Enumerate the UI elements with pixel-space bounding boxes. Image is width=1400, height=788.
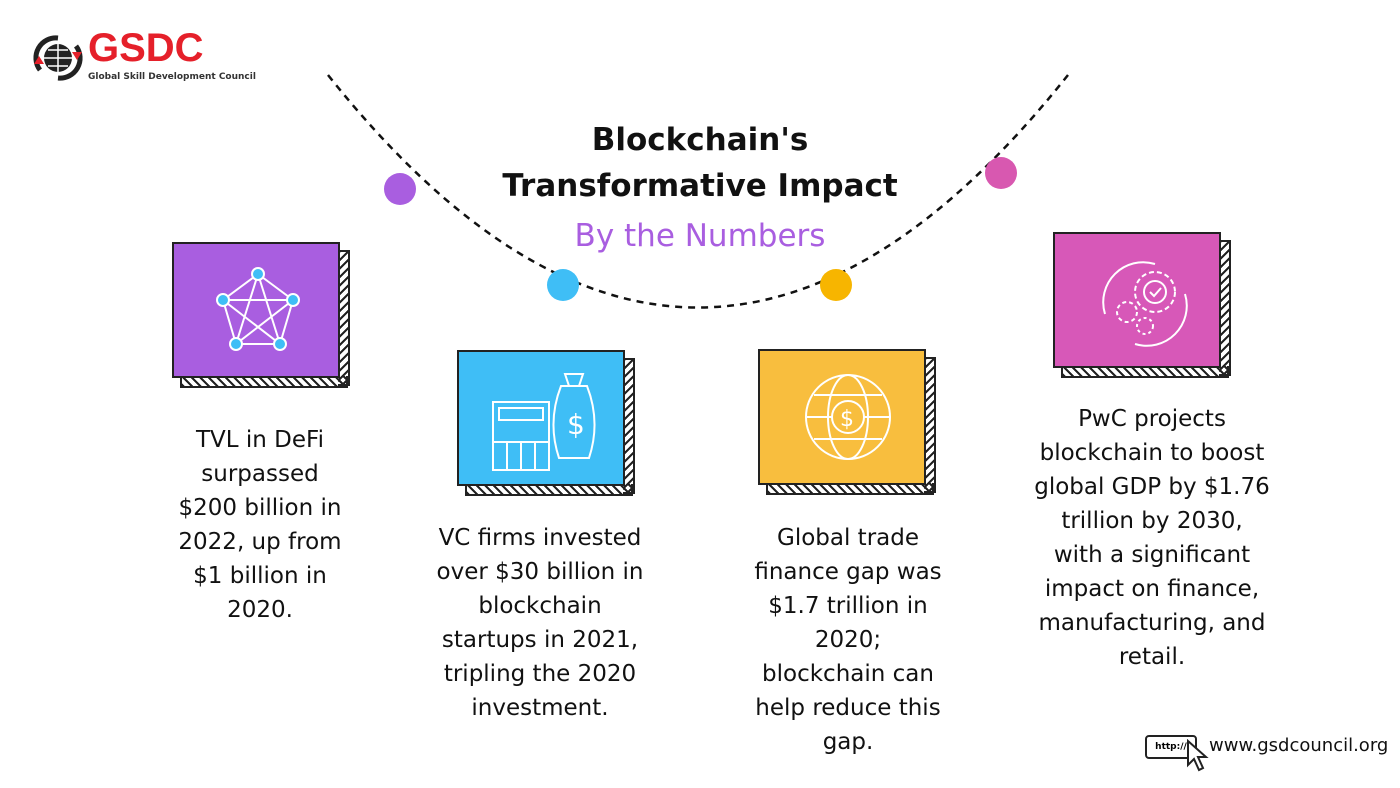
text-line: 2022, up from [178, 529, 342, 555]
text-line: blockchain [478, 593, 602, 619]
svg-text:$: $ [840, 407, 854, 432]
purple-dot [384, 173, 416, 205]
text-line: investment. [471, 695, 609, 721]
text-line: 2020; [814, 627, 882, 653]
text-line: blockchain to boost [1039, 440, 1265, 466]
blue-dot [547, 269, 579, 301]
text-line: VC firms invested [438, 525, 642, 551]
money-bag-icon: $ [492, 373, 596, 471]
logo-name: GSDC [88, 26, 204, 70]
text-line: 2020. [227, 597, 293, 623]
text-line: retail. [1118, 644, 1186, 670]
gsdc-logo: GSDC Global Skill Development Council [30, 26, 256, 90]
title-line-1: Blockchain's [591, 122, 809, 158]
network-icon [216, 267, 300, 351]
text-line: help reduce this [755, 695, 941, 721]
text-line: over $30 billion in [436, 559, 644, 585]
card-vc-text: VC firms invested over $30 billion in bloc… [410, 521, 670, 725]
card-gdp-text: PwC projects blockchain to boost global GD… [1012, 402, 1292, 674]
subtitle: By the Numbers [574, 218, 826, 254]
card-vc-box: $ [457, 350, 635, 496]
text-line: TVL in DeFi [196, 427, 324, 453]
text-line: startups in 2021, [441, 627, 639, 653]
pink-dot [985, 157, 1017, 189]
text-line: $1 billion in [193, 563, 327, 589]
text-line: $1.7 trillion in [768, 593, 928, 619]
cursor-icon [1187, 739, 1209, 772]
text-line: $200 billion in [178, 495, 342, 521]
card-gdp-box [1053, 232, 1231, 378]
logo-tagline: Global Skill Development Council [88, 72, 256, 82]
card-trade-box: $ [758, 349, 936, 495]
globe-logo-icon [33, 35, 83, 81]
svg-text:$: $ [567, 408, 585, 441]
text-line: manufacturing, and [1038, 610, 1266, 636]
url-link[interactable]: www.gsdcouncil.org [1209, 735, 1389, 756]
text-line: surpassed [201, 461, 319, 487]
text-line: PwC projects [1078, 406, 1226, 432]
text-line: global GDP by $1.76 [1034, 474, 1270, 500]
text-line: Global trade [777, 525, 919, 551]
globe-dollar-icon: $ [805, 374, 891, 460]
gears-icon [1102, 261, 1188, 347]
text-line: trillion by 2030, [1061, 508, 1243, 534]
text-line: gap. [822, 729, 874, 755]
text-line: impact on finance, [1044, 576, 1260, 602]
text-line: tripling the 2020 [443, 661, 637, 687]
card-defi-box [172, 242, 350, 388]
text-line: finance gap was [754, 559, 942, 585]
yellow-dot [820, 269, 852, 301]
card-trade-text: Global trade finance gap was $1.7 trillion… [718, 521, 978, 759]
text-line: with a significant [1053, 542, 1251, 568]
card-defi-text: TVL in DeFi surpassed $200 billion in 2022,… [140, 423, 380, 627]
title-line-2: Transformative Impact [502, 168, 898, 204]
text-line: blockchain can [762, 661, 934, 687]
